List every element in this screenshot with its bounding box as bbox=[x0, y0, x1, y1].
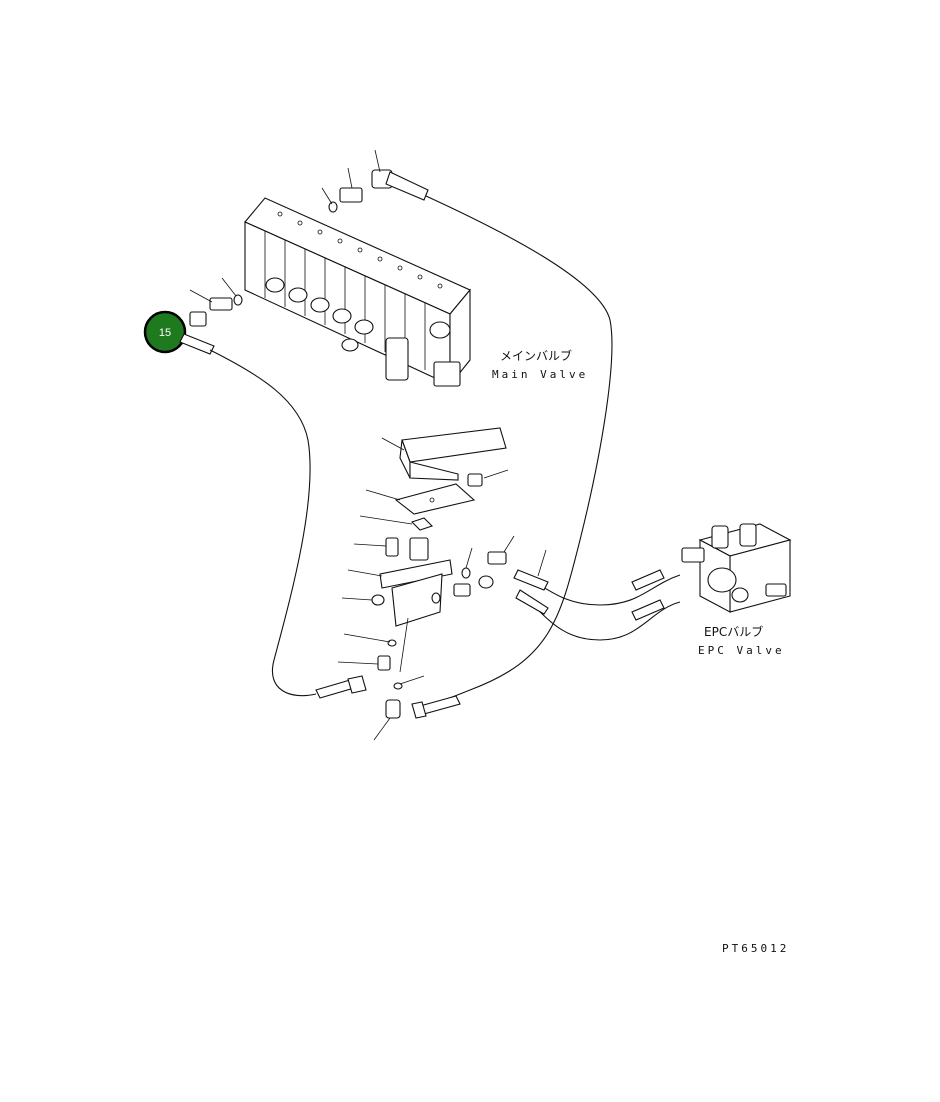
main-valve-label-en: Main Valve bbox=[492, 368, 588, 381]
drawing-code: PT65012 bbox=[722, 942, 789, 955]
main-valve-icon bbox=[244, 197, 471, 387]
fitting-icon bbox=[189, 169, 429, 327]
callout-15[interactable]: 15 bbox=[143, 310, 187, 354]
epc-valve-label-en: EPC Valve bbox=[698, 644, 785, 657]
hose-icon bbox=[209, 195, 681, 707]
epc-valve-icon bbox=[681, 523, 792, 613]
main-valve-label-jp: メインバルブ bbox=[500, 348, 572, 363]
epc-valve-label-jp: EPCバルブ bbox=[704, 624, 763, 639]
hose-fitting-icon bbox=[315, 569, 665, 719]
callout-number: 15 bbox=[159, 327, 171, 339]
bracket-assembly-icon bbox=[371, 427, 507, 719]
